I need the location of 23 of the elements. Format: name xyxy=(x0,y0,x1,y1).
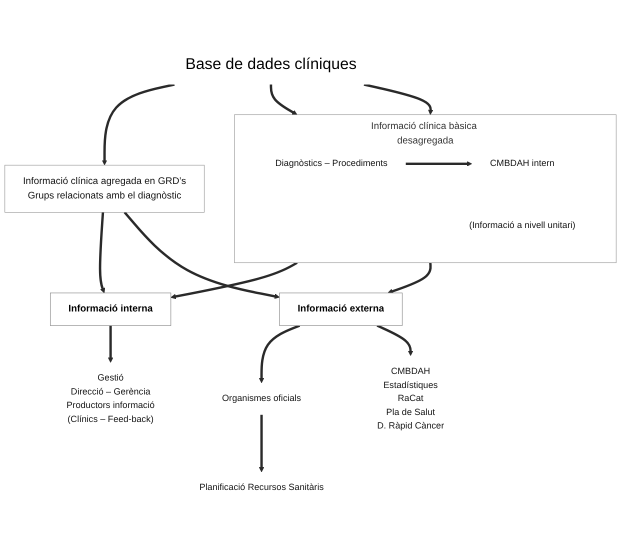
node-box: Informació clínica agregada en GRD’s Grups relacionats amb el diagnòstic xyxy=(4,164,205,212)
node-text: CMBDAH intern xyxy=(490,158,554,168)
node-text: CMBDAH Estadístiques RaCat Pla de Salut D. Ràpid Càncer xyxy=(377,366,444,430)
node-text: Diagnòstics – Procediments xyxy=(275,158,388,168)
arrow xyxy=(98,212,106,293)
node-text: Planificació Recursos Sanitàris xyxy=(199,482,324,492)
node-text: (Informació a nivell unitari) xyxy=(469,220,576,230)
node-box: Informació externa xyxy=(279,292,403,326)
arrow xyxy=(270,84,298,115)
arrow xyxy=(124,211,280,299)
arrow xyxy=(388,262,432,294)
arrow xyxy=(376,324,414,356)
arrow xyxy=(170,261,298,299)
arrow xyxy=(364,83,434,115)
arrow xyxy=(258,324,300,383)
node-text: Organismes oficials xyxy=(222,392,302,404)
node-text: Base de dades clíniques xyxy=(185,54,357,72)
arrow xyxy=(102,83,175,166)
arrow xyxy=(108,325,114,362)
arrow xyxy=(406,160,472,166)
node-box: Informació interna xyxy=(50,292,172,326)
node-text: Gestió Direcció – Gerència Productors informació (Clínics – Feed-back) xyxy=(66,372,155,424)
arrow xyxy=(258,414,264,472)
